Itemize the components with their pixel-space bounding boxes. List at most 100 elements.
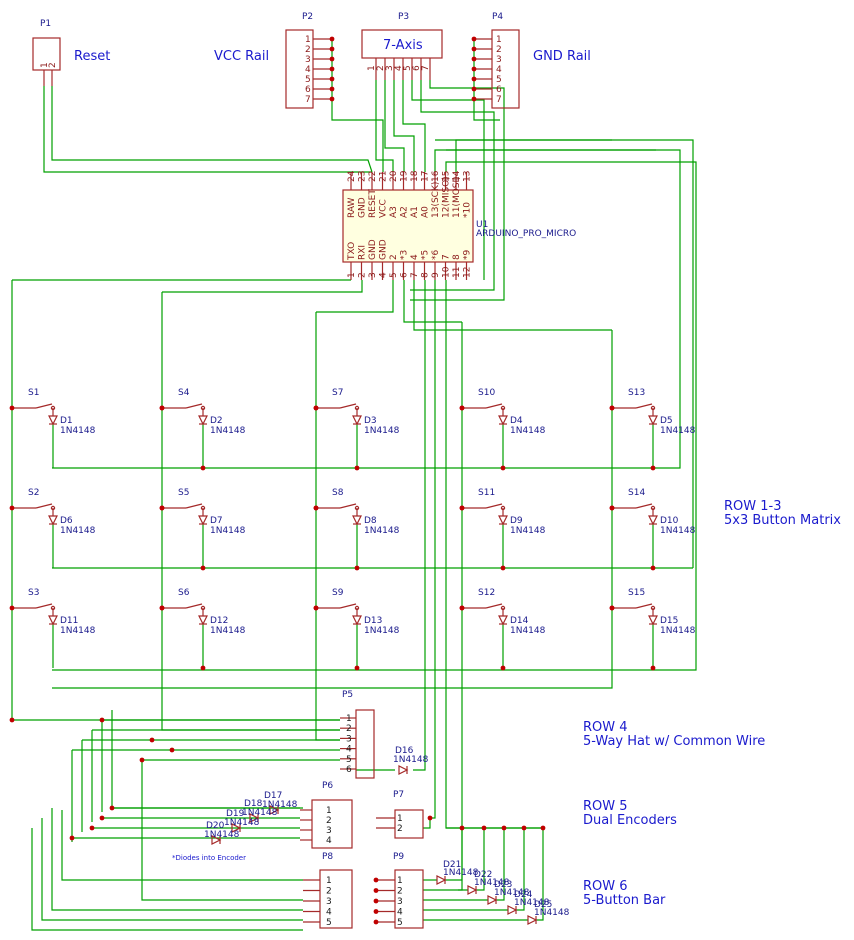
switch-ref: S6 xyxy=(178,588,190,598)
junction-dot xyxy=(540,825,546,831)
junction-dot xyxy=(313,605,319,611)
p6-pin-number: 1 xyxy=(326,806,332,816)
u1-value: ARDUINO_PRO_MICRO xyxy=(476,229,576,239)
junction-dot xyxy=(481,825,487,831)
diode-ref: D24 xyxy=(514,890,533,900)
junction-dot xyxy=(609,605,615,611)
u1-bottom-pin-number: 10 xyxy=(442,266,452,278)
wire xyxy=(384,80,405,172)
wire xyxy=(435,139,694,568)
junction-dot xyxy=(200,665,206,671)
row5-title: ROW 5 xyxy=(583,799,628,814)
junction-dot xyxy=(459,505,465,511)
u1-bottom-pin-name: *6 xyxy=(431,250,441,261)
diode-ref: D19 xyxy=(226,809,245,819)
junction-dot xyxy=(329,46,335,52)
diode-ref: D4 xyxy=(510,416,523,426)
p4-pin-number: 3 xyxy=(496,55,502,65)
diode-value: 1N4148 xyxy=(510,626,546,636)
p2-pin-number: 7 xyxy=(305,95,311,105)
junction-dot xyxy=(471,56,477,62)
junction-dot xyxy=(109,805,115,811)
p2-pin-number: 4 xyxy=(305,65,311,75)
diode-symbol xyxy=(648,615,658,626)
row13-title: ROW 1-3 xyxy=(724,499,781,514)
junction-dot xyxy=(329,56,335,62)
row6-title: ROW 6 xyxy=(583,879,628,894)
p1-pin-number: 2 xyxy=(48,62,58,68)
junction-dot xyxy=(373,877,379,883)
junction-dot xyxy=(9,405,15,411)
u1-bottom-pin-name: TXO xyxy=(347,242,357,261)
u1-bottom-pin-name: *5 xyxy=(421,250,431,260)
p3-pin-number: 3 xyxy=(385,65,395,71)
junction-dot xyxy=(329,66,335,72)
p3-pin-number: 5 xyxy=(403,65,413,71)
diode-symbol xyxy=(498,615,508,626)
diode-ref: D21 xyxy=(443,860,461,870)
row5-subtitle: Dual Encoders xyxy=(583,813,677,828)
diode-ref: D13 xyxy=(364,616,382,626)
junction-dot xyxy=(329,96,335,102)
diode-ref: D14 xyxy=(510,616,529,626)
p2-pin-number: 2 xyxy=(305,45,311,55)
diode-symbol xyxy=(648,515,658,526)
diode-value: 1N4148 xyxy=(534,908,570,918)
p2-pin-number: 1 xyxy=(305,35,311,45)
junction-dot xyxy=(329,76,335,82)
diode-ref: D1 xyxy=(60,416,73,426)
p3-body xyxy=(361,29,443,59)
junction-dot xyxy=(500,565,506,571)
p6-pin-number: 2 xyxy=(326,816,332,826)
wire xyxy=(375,80,394,172)
u1-bottom-pin-name: GND xyxy=(368,239,378,260)
u1-top-pin-number: 14 xyxy=(452,170,462,182)
switch-ref: S15 xyxy=(628,588,645,598)
wire xyxy=(413,280,426,771)
p2-ref: P2 xyxy=(302,12,313,22)
wire xyxy=(61,810,303,881)
junction-dot xyxy=(9,505,15,511)
diode-value: 1N4148 xyxy=(262,800,298,810)
p8-pin-number: 1 xyxy=(326,876,332,886)
wire xyxy=(315,312,340,741)
junction-dot xyxy=(650,665,656,671)
u1-top-pin-number: 20 xyxy=(389,170,399,182)
u1-top-pin-name: *10 xyxy=(463,202,473,218)
diode-value: 1N4148 xyxy=(204,830,240,840)
u1-top-pin-name: A2 xyxy=(400,206,410,218)
p5-pin-number: 5 xyxy=(346,755,352,765)
diode-ref: D25 xyxy=(534,900,552,910)
switch-ref: S14 xyxy=(628,488,645,498)
row4-subtitle: 5-Way Hat w/ Common Wire xyxy=(583,734,765,749)
p4-pin-number: 7 xyxy=(496,95,502,105)
wire xyxy=(402,80,426,172)
switch-ref: S5 xyxy=(178,488,189,498)
diode-value: 1N4148 xyxy=(242,808,278,818)
p6-ref: P6 xyxy=(322,781,333,791)
wire xyxy=(445,280,543,829)
wire xyxy=(411,80,485,280)
wires xyxy=(11,39,697,931)
diode-symbol xyxy=(527,915,538,925)
junction-dot xyxy=(650,465,656,471)
p5-pin-number: 3 xyxy=(346,734,352,744)
diode-value: 1N4148 xyxy=(443,868,479,878)
wire xyxy=(536,828,544,921)
wire xyxy=(331,99,384,172)
switch-lever xyxy=(35,503,53,509)
p5-body xyxy=(355,709,375,779)
p1-body xyxy=(32,37,61,71)
diode-symbol xyxy=(48,615,58,626)
switch-lever xyxy=(635,503,653,509)
junction-dot xyxy=(521,825,527,831)
p6-pin-number: 4 xyxy=(326,836,332,846)
junction-dot xyxy=(149,737,155,743)
gnd-rail-label: GND Rail xyxy=(533,49,591,64)
u1-top-pin-number: 24 xyxy=(347,170,357,182)
p4-pin-number: 6 xyxy=(496,85,502,95)
u1-bottom-pin-number: 7 xyxy=(410,272,420,278)
encoder-note: *Diodes into Encoder xyxy=(172,854,246,862)
u1-bottom-pin-number: 1 xyxy=(347,272,357,278)
junction-dot xyxy=(354,565,360,571)
